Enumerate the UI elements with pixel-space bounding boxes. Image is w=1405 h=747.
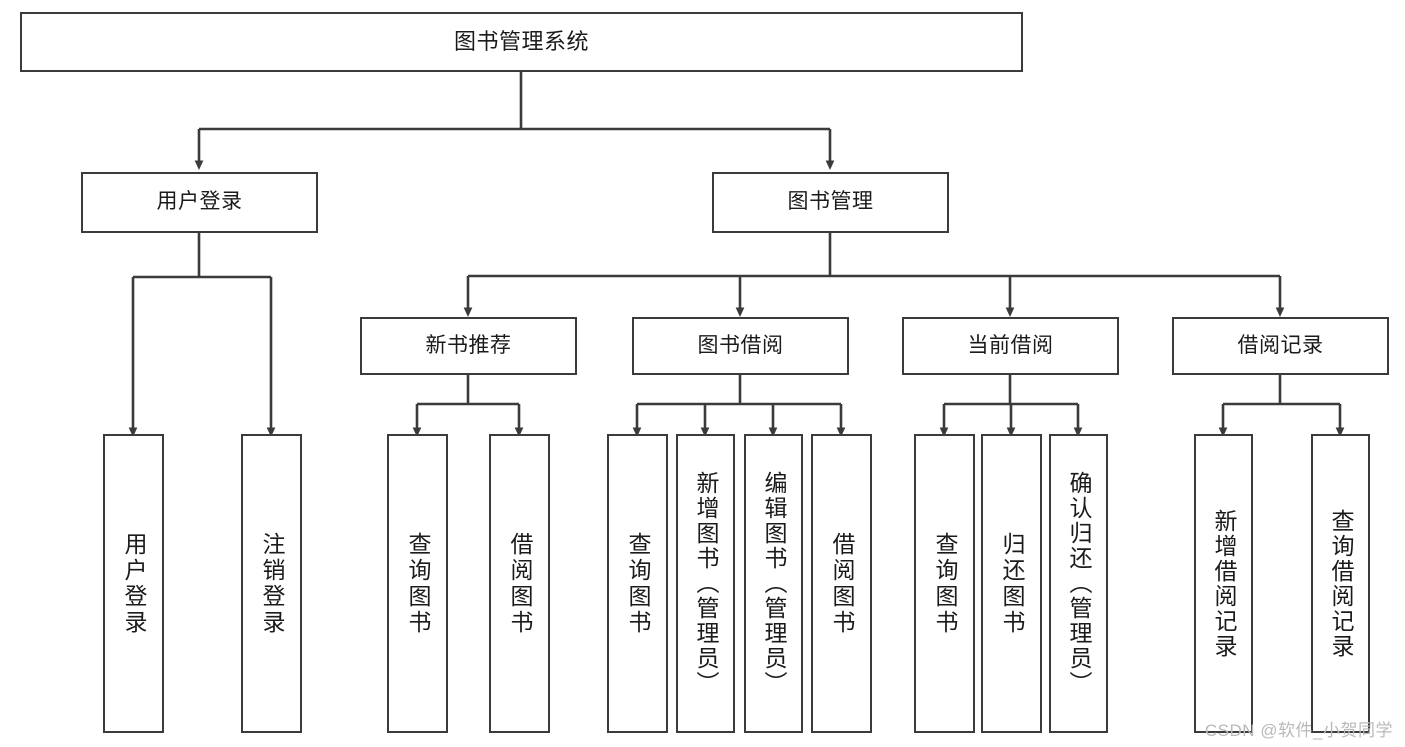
node-label: 用户登录	[121, 531, 147, 636]
node-label: 归还图书	[999, 531, 1025, 636]
node-label: 新增图书（管理员）	[693, 471, 719, 696]
leaf-borrow-add-book-admin[interactable]: 新增图书（管理员）	[676, 434, 735, 733]
node-current-borrow[interactable]: 当前借阅	[902, 317, 1119, 375]
node-label: 确认归还（管理员）	[1066, 471, 1092, 696]
leaf-borrow-edit-book-admin[interactable]: 编辑图书（管理员）	[744, 434, 803, 733]
node-label: 借阅图书	[507, 531, 533, 636]
node-label: 查询图书	[932, 531, 958, 636]
node-book-management[interactable]: 图书管理	[712, 172, 949, 233]
leaf-user-login-logout[interactable]: 注销登录	[241, 434, 302, 733]
node-book-borrow[interactable]: 图书借阅	[632, 317, 849, 375]
csdn-watermark: CSDN @软件_小贺同学	[1204, 721, 1393, 740]
node-new-book-recommend[interactable]: 新书推荐	[360, 317, 577, 375]
node-label: 注销登录	[259, 531, 285, 636]
leaf-borrow-query-book[interactable]: 查询图书	[607, 434, 668, 733]
node-label: 查询借阅记录	[1328, 508, 1354, 659]
leaf-record-add-record[interactable]: 新增借阅记录	[1194, 434, 1253, 733]
leaf-record-query-record[interactable]: 查询借阅记录	[1311, 434, 1370, 733]
leaf-current-confirm-return-admin[interactable]: 确认归还（管理员）	[1049, 434, 1108, 733]
node-label: 新书推荐	[425, 333, 512, 357]
leaf-user-login-login[interactable]: 用户登录	[103, 434, 164, 733]
node-label: 用户登录	[156, 190, 243, 214]
node-label: 查询图书	[625, 531, 651, 636]
node-root-system[interactable]: 图书管理系统	[20, 12, 1023, 72]
node-user-login[interactable]: 用户登录	[81, 172, 318, 233]
leaf-borrow-borrow-book[interactable]: 借阅图书	[811, 434, 872, 733]
node-label: 借阅记录	[1237, 333, 1324, 357]
leaf-new-book-query[interactable]: 查询图书	[387, 434, 448, 733]
node-label: 新增借阅记录	[1211, 508, 1237, 659]
node-label: 图书管理	[787, 190, 874, 214]
node-label: 编辑图书（管理员）	[761, 471, 787, 696]
node-label: 图书借阅	[697, 333, 784, 357]
leaf-new-book-borrow[interactable]: 借阅图书	[489, 434, 550, 733]
leaf-current-query-book[interactable]: 查询图书	[914, 434, 975, 733]
node-label: 当前借阅	[967, 333, 1054, 357]
node-borrow-record[interactable]: 借阅记录	[1172, 317, 1389, 375]
node-label: 借阅图书	[829, 531, 855, 636]
leaf-current-return-book[interactable]: 归还图书	[981, 434, 1042, 733]
node-label: 图书管理系统	[453, 29, 589, 55]
node-label: 查询图书	[405, 531, 431, 636]
